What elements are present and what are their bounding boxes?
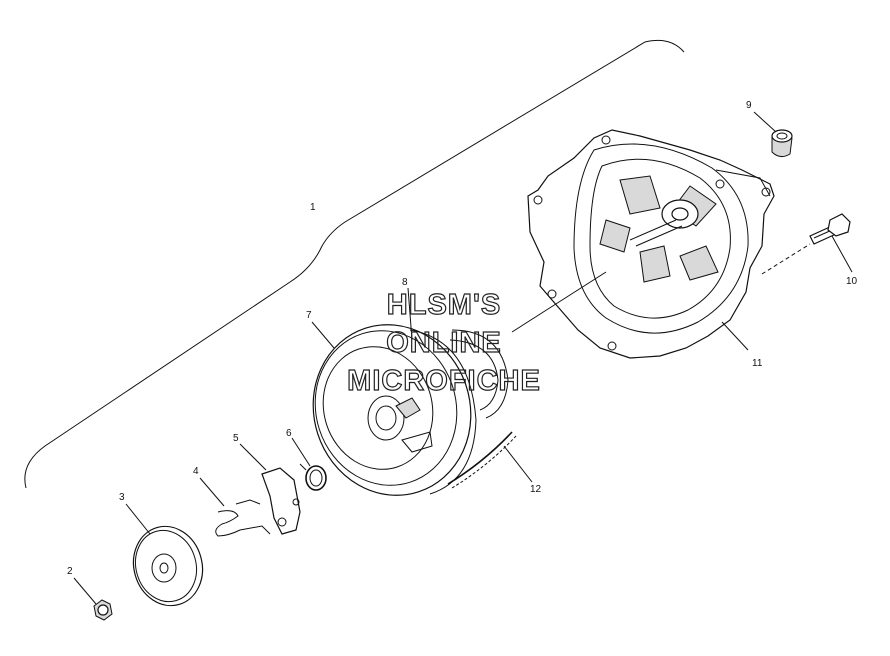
recoil-spring: [449, 329, 509, 419]
leader-10: [831, 235, 853, 273]
watermark-line-1: HLSM'S: [387, 289, 501, 321]
recoil-housing: [527, 129, 775, 359]
watermark-line-2: ONLINE: [386, 327, 502, 359]
assembly-bracket: [24, 39, 685, 489]
callout-11: 11: [752, 358, 763, 369]
callout-3: 3: [119, 492, 125, 503]
spring-clip: [215, 499, 271, 537]
callout-2: 2: [67, 566, 73, 577]
callout-12: 12: [530, 484, 542, 495]
leader-5: [239, 443, 267, 471]
leader-3: [125, 503, 151, 535]
leader-6: [291, 437, 311, 467]
callout-7: 7: [306, 310, 312, 321]
pawl-spring: [299, 463, 327, 491]
callout-8: 8: [402, 277, 408, 288]
leader-4: [199, 477, 225, 507]
bolt: [761, 213, 851, 275]
callout-1: 1: [310, 202, 316, 213]
leader-12: [503, 445, 533, 483]
callout-10: 10: [846, 276, 858, 287]
bushing: [771, 129, 793, 158]
nut: [93, 599, 113, 621]
starter-rope: [447, 431, 517, 489]
callout-9: 9: [746, 100, 752, 111]
leader-8: [407, 287, 413, 341]
callout-4: 4: [193, 466, 199, 477]
callout-numbers: 1 2 3 4 5 6 7 8 9 10 11 12: [67, 100, 858, 577]
leader-9: [753, 111, 777, 133]
callout-6: 6: [286, 428, 292, 439]
callout-5: 5: [233, 433, 239, 444]
watermark-line-3: MICROFICHE: [347, 365, 541, 397]
pawl: [261, 467, 301, 535]
leader-11: [721, 321, 749, 351]
leader-11b: [511, 271, 607, 333]
leader-7: [311, 321, 335, 349]
watermark: HLSM'S ONLINE MICROFICHE: [347, 288, 541, 397]
leader-lines: [73, 111, 853, 605]
leader-2: [73, 577, 97, 605]
starter-pulley: [312, 324, 477, 496]
cover-plate: [132, 525, 204, 607]
